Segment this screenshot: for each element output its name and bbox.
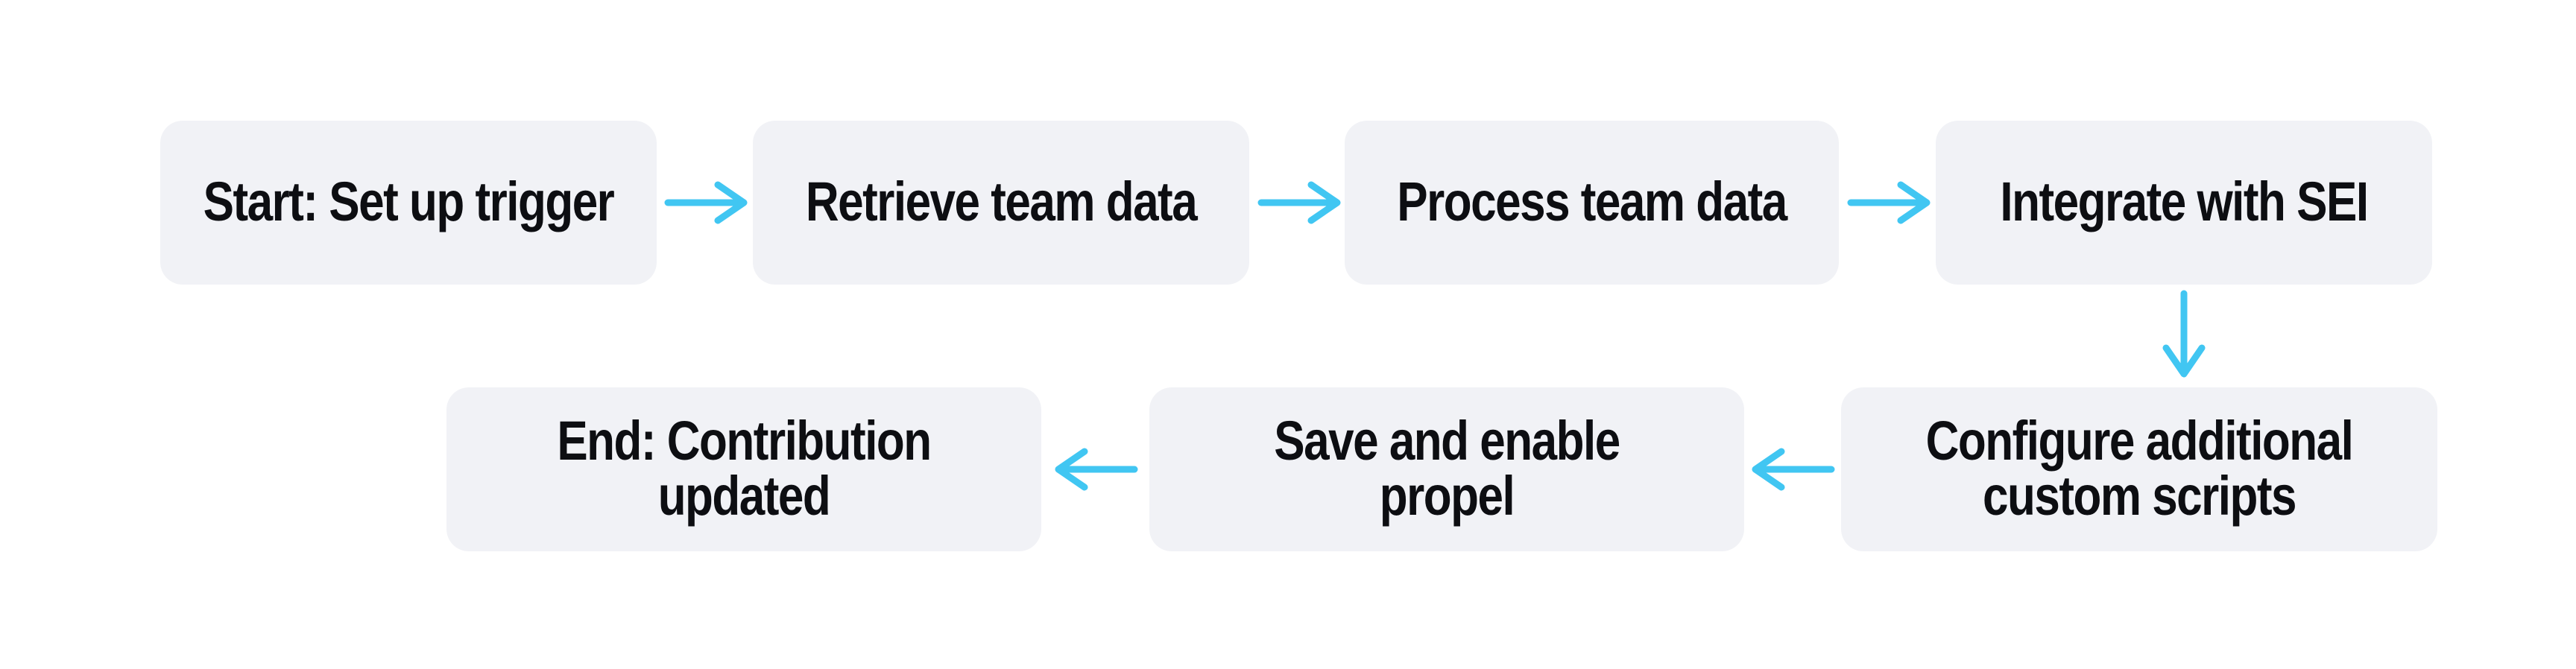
node-integrate: Integrate with SEI xyxy=(1936,121,2432,285)
node-label-line: Process team data xyxy=(1397,171,1787,233)
node-label-line: updated xyxy=(657,466,831,527)
node-end: End: Contribution updated xyxy=(446,387,1041,551)
node-label-line: propel xyxy=(1379,466,1515,527)
arrow-left-icon xyxy=(1749,446,1836,493)
node-process-label: Process team data xyxy=(1397,171,1787,233)
node-label-line: custom scripts xyxy=(1982,466,2297,527)
arrow-left-icon-2 xyxy=(1052,446,1139,493)
node-start: Start: Set up trigger xyxy=(160,121,657,285)
node-process: Process team data xyxy=(1345,121,1839,285)
arrow-right-icon xyxy=(663,179,750,226)
node-label-line: Retrieve team data xyxy=(805,171,1198,233)
node-configure: Configure additional custom scripts xyxy=(1841,387,2437,551)
node-start-label: Start: Set up trigger xyxy=(203,171,615,233)
node-label-line: Save and enable xyxy=(1274,410,1620,472)
arrow-down-icon xyxy=(2160,289,2208,381)
node-save: Save and enable propel xyxy=(1149,387,1744,551)
node-retrieve-label: Retrieve team data xyxy=(805,171,1198,233)
node-end-label: End: Contribution updated xyxy=(557,410,932,527)
node-save-label: Save and enable propel xyxy=(1274,410,1620,527)
node-label-line: Integrate with SEI xyxy=(2000,171,2369,233)
node-label-line: End: Contribution xyxy=(557,410,932,472)
arrow-right-icon-2 xyxy=(1257,179,1343,226)
node-label-line: Start: Set up trigger xyxy=(203,171,615,233)
node-label-line: Configure additional xyxy=(1925,410,2354,472)
node-configure-label: Configure additional custom scripts xyxy=(1925,410,2354,527)
node-integrate-label: Integrate with SEI xyxy=(2000,171,2369,233)
node-retrieve: Retrieve team data xyxy=(753,121,1249,285)
arrow-right-icon-3 xyxy=(1846,179,1933,226)
